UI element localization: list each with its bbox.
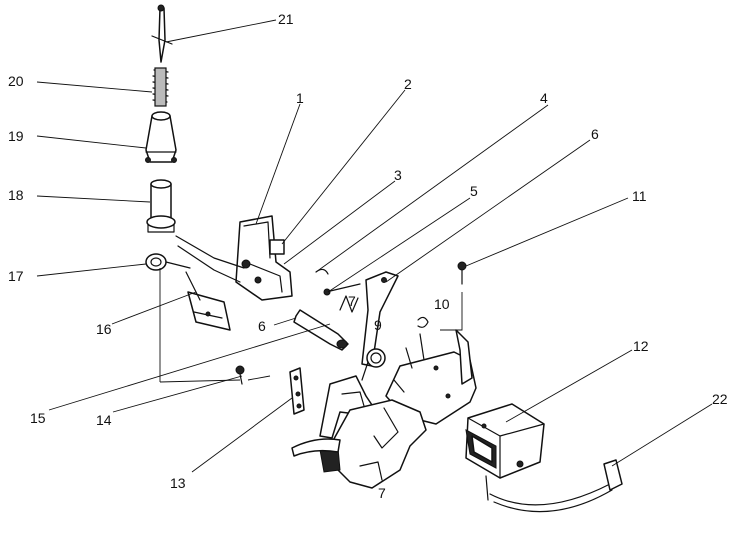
- callout-7-base: 7: [378, 485, 386, 501]
- callout-19: 19: [8, 128, 24, 144]
- part-spring-20: [152, 67, 169, 107]
- callout-20: 20: [8, 73, 24, 89]
- callout-6-roller: 6: [258, 318, 266, 334]
- part-roller-6: [293, 309, 349, 351]
- callout-15: 15: [30, 410, 46, 426]
- callout-7-spring: 7: [348, 293, 356, 309]
- callout-4: 4: [540, 90, 548, 106]
- callout-3: 3: [394, 167, 402, 183]
- part-base-frame: [291, 329, 477, 489]
- part-link-13: [289, 367, 305, 415]
- part-sleeve-18: [146, 179, 176, 233]
- part-spring-7: [339, 295, 359, 313]
- part-spring-17: [145, 253, 191, 271]
- callout-5: 5: [470, 183, 478, 199]
- callout-9: 9: [374, 317, 382, 333]
- callout-11: 11: [632, 188, 647, 204]
- part-arm-assembly-1: [175, 215, 293, 301]
- callout-14: 14: [96, 412, 112, 428]
- callout-17: 17: [8, 268, 24, 284]
- part-screw-11: [440, 261, 467, 331]
- part-spring-9: [361, 348, 386, 381]
- part-lever-4: [361, 271, 399, 367]
- part-wire-connector-22: [485, 459, 623, 513]
- callout-18: 18: [8, 187, 24, 203]
- callout-16: 16: [96, 321, 112, 337]
- callout-13: 13: [170, 475, 186, 491]
- callout-10: 10: [434, 296, 450, 312]
- part-clip-10: [417, 316, 429, 361]
- part-shaft-21: [151, 4, 173, 63]
- part-pin-5: [323, 283, 361, 296]
- callout-labels: 21 20 19 18 17 16 1 2 3 4 5 6 11 6 7 9 1…: [8, 11, 728, 501]
- part-screw-14: [235, 365, 271, 385]
- callout-21: 21: [278, 11, 294, 27]
- part-clip-3: [315, 268, 329, 275]
- callout-12: 12: [633, 338, 649, 354]
- callout-6-top: 6: [591, 126, 599, 142]
- callout-2: 2: [404, 76, 412, 92]
- part-bushing-19: [145, 111, 177, 163]
- part-bracket-16: [185, 271, 231, 331]
- leader-lines: [36, 19, 713, 473]
- callout-1: 1: [296, 90, 304, 106]
- callout-22: 22: [712, 391, 728, 407]
- part-solenoid-12: [465, 403, 545, 479]
